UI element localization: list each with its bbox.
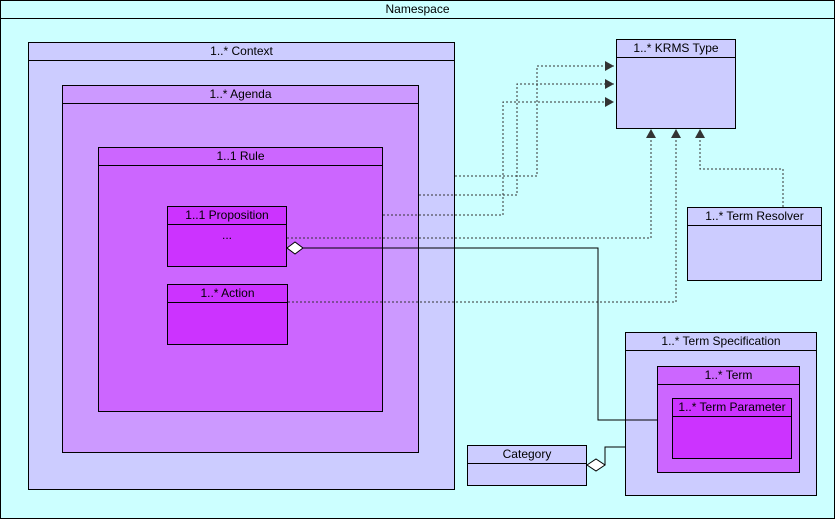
- agenda-title: 1..* Agenda: [63, 86, 418, 104]
- category-title: Category: [468, 446, 586, 464]
- proposition-body: ...: [221, 228, 232, 242]
- krms-type-box: 1..* KRMS Type: [616, 39, 736, 129]
- term-parameter-title: 1..* Term Parameter: [673, 399, 791, 417]
- proposition-box: 1..1 Proposition ...: [167, 206, 287, 267]
- proposition-title: 1..1 Proposition: [168, 207, 286, 225]
- term-resolver-title: 1..* Term Resolver: [688, 208, 821, 226]
- term-parameter-box: 1..* Term Parameter: [672, 398, 792, 459]
- rule-box: 1..1 Rule: [98, 147, 383, 412]
- action-title: 1..* Action: [168, 285, 287, 303]
- category-box: Category: [467, 445, 587, 486]
- term-specification-title: 1..* Term Specification: [626, 333, 816, 351]
- action-box: 1..* Action: [167, 284, 288, 345]
- namespace-title: Namespace: [1, 1, 834, 19]
- term-resolver-box: 1..* Term Resolver: [687, 207, 822, 281]
- rule-title: 1..1 Rule: [99, 148, 382, 166]
- term-title: 1..* Term: [658, 367, 799, 385]
- krms-type-title: 1..* KRMS Type: [617, 40, 735, 58]
- context-title: 1..* Context: [29, 43, 454, 61]
